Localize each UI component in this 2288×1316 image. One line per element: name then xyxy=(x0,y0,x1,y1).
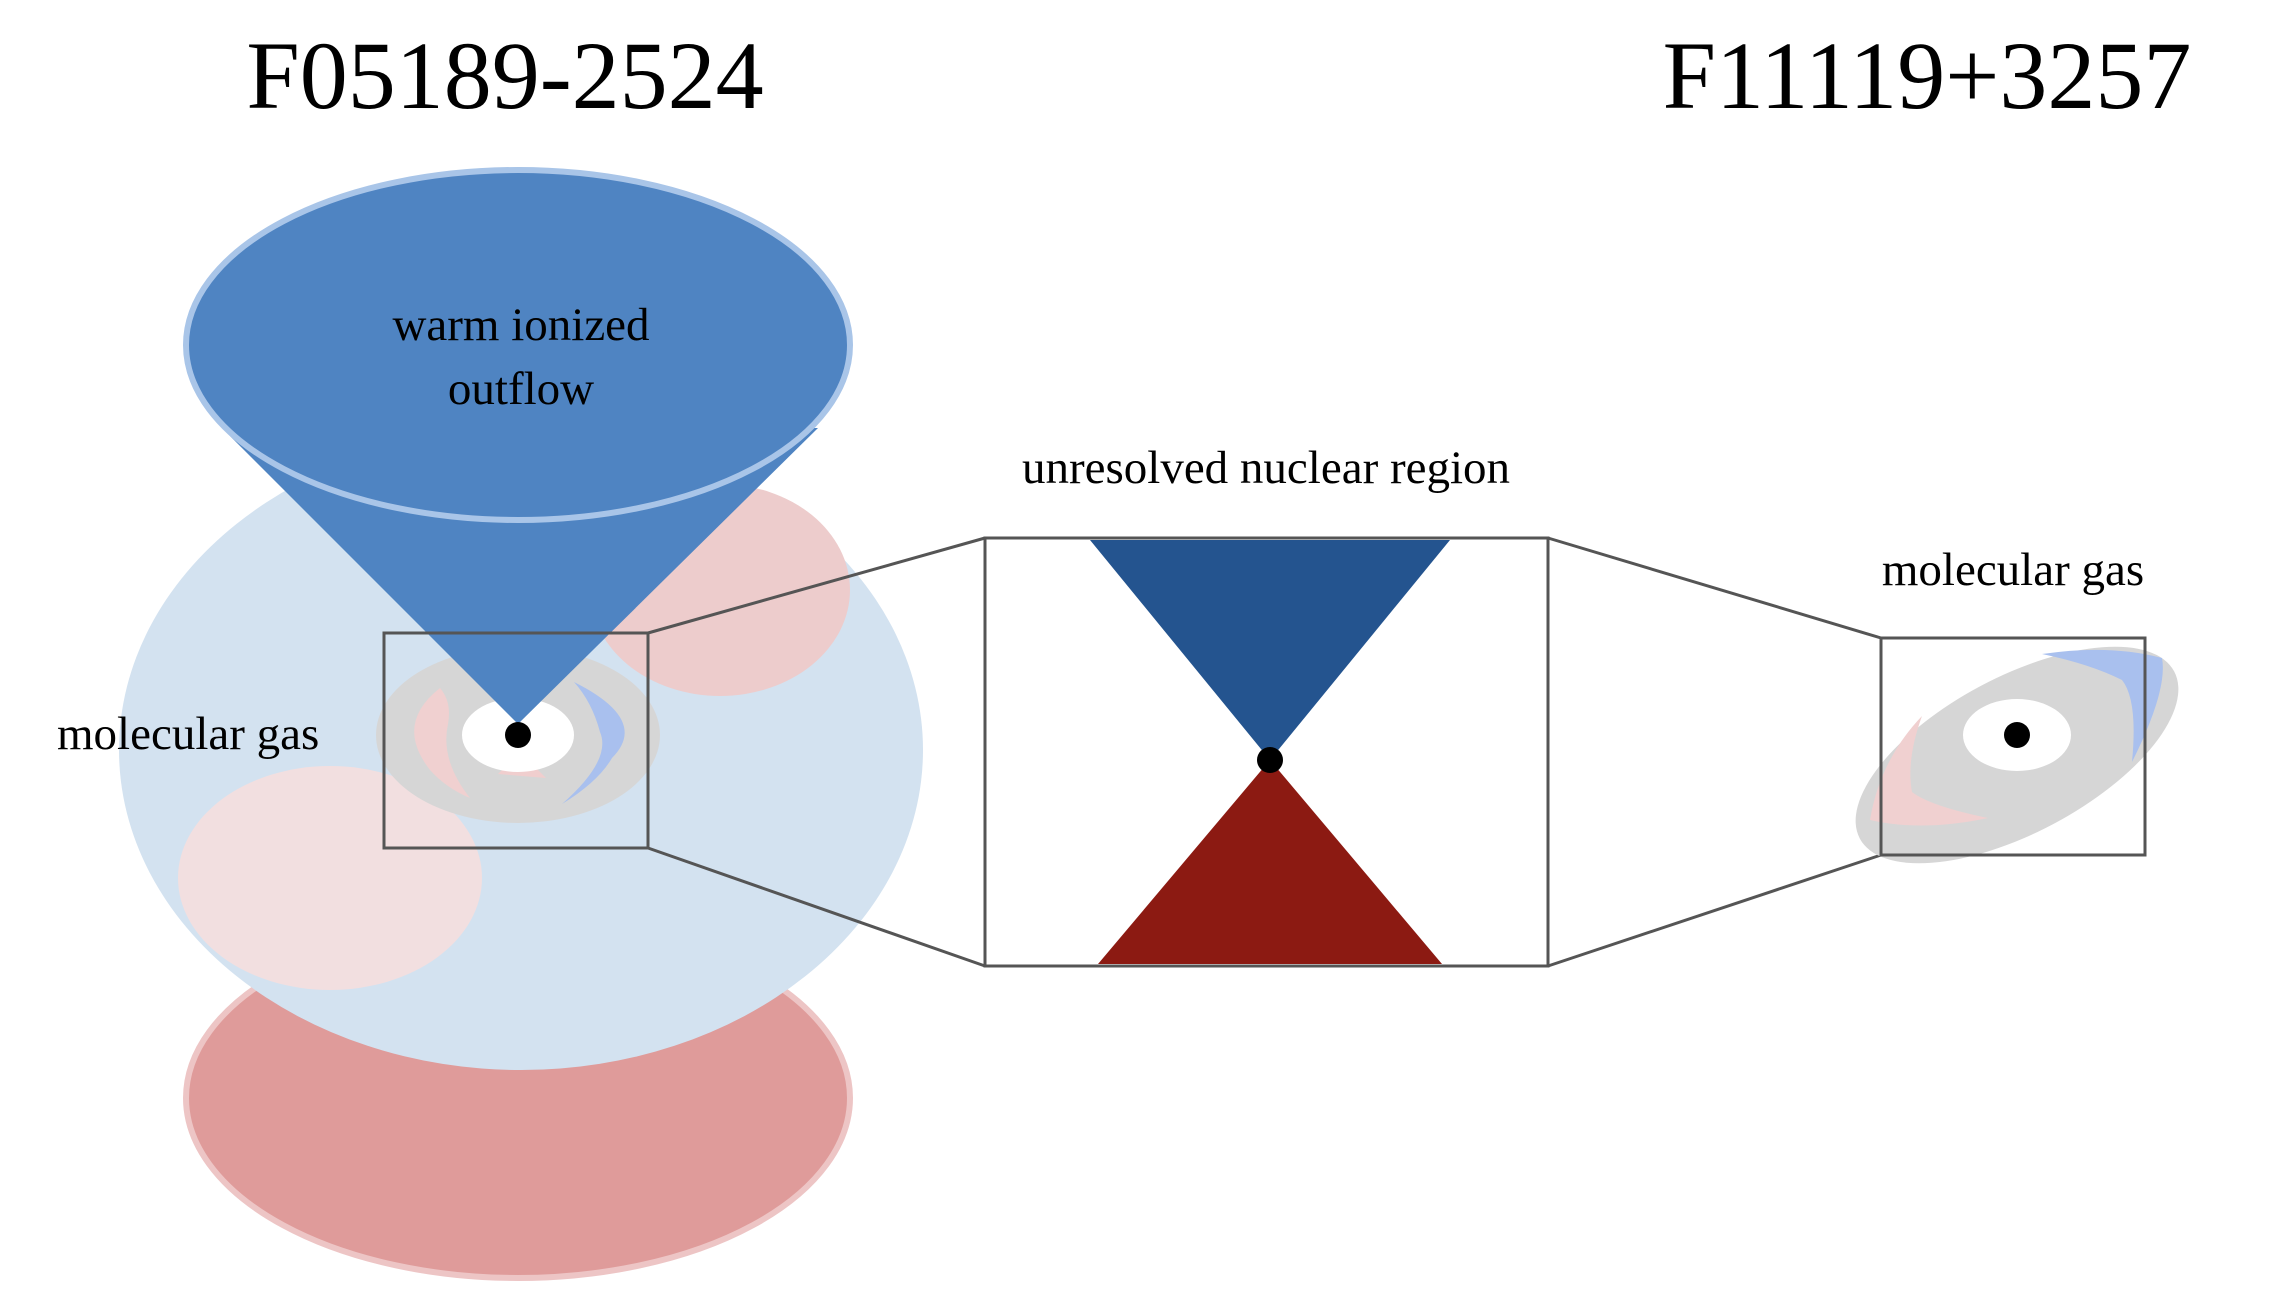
connector-top-left xyxy=(647,536,986,635)
outflow-label-line2: outflow xyxy=(448,363,594,415)
zoom-box-right xyxy=(1879,636,2147,857)
nucleus-dot-right xyxy=(2004,722,2030,748)
red-arc-right-nucleus xyxy=(1870,716,1988,826)
nucleus-dot-left xyxy=(505,722,531,748)
red-blob-lower-left xyxy=(178,766,482,990)
blue-cone-approaching xyxy=(1090,540,1450,760)
right-object xyxy=(1855,636,2179,864)
connector-bottom-left xyxy=(647,846,986,968)
red-arc-left-nucleus xyxy=(414,688,470,798)
nucleus-dot-center xyxy=(1257,747,1283,773)
blue-arc-right-nucleus xyxy=(2042,649,2163,762)
outflow-cone-top xyxy=(183,167,853,523)
connector-bottom-right xyxy=(1547,853,1882,968)
title-right: F11119+3257 xyxy=(1663,22,2192,129)
title-left: F05189-2524 xyxy=(246,22,763,129)
blue-arc-left-nucleus xyxy=(562,682,625,804)
zoom-box-left xyxy=(382,631,650,850)
molecular-gas-label-left: molecular gas xyxy=(57,708,319,760)
connector-top-right xyxy=(1547,536,1882,640)
red-cone-receding xyxy=(1098,760,1442,964)
molecular-gas-label-right: molecular gas xyxy=(1882,544,2144,596)
outflow-label-line1: warm ionized xyxy=(392,299,649,351)
nuclear-region-label: unresolved nuclear region xyxy=(1022,442,1510,494)
left-object xyxy=(119,167,923,1281)
nuclear-region-panel xyxy=(983,536,1550,968)
